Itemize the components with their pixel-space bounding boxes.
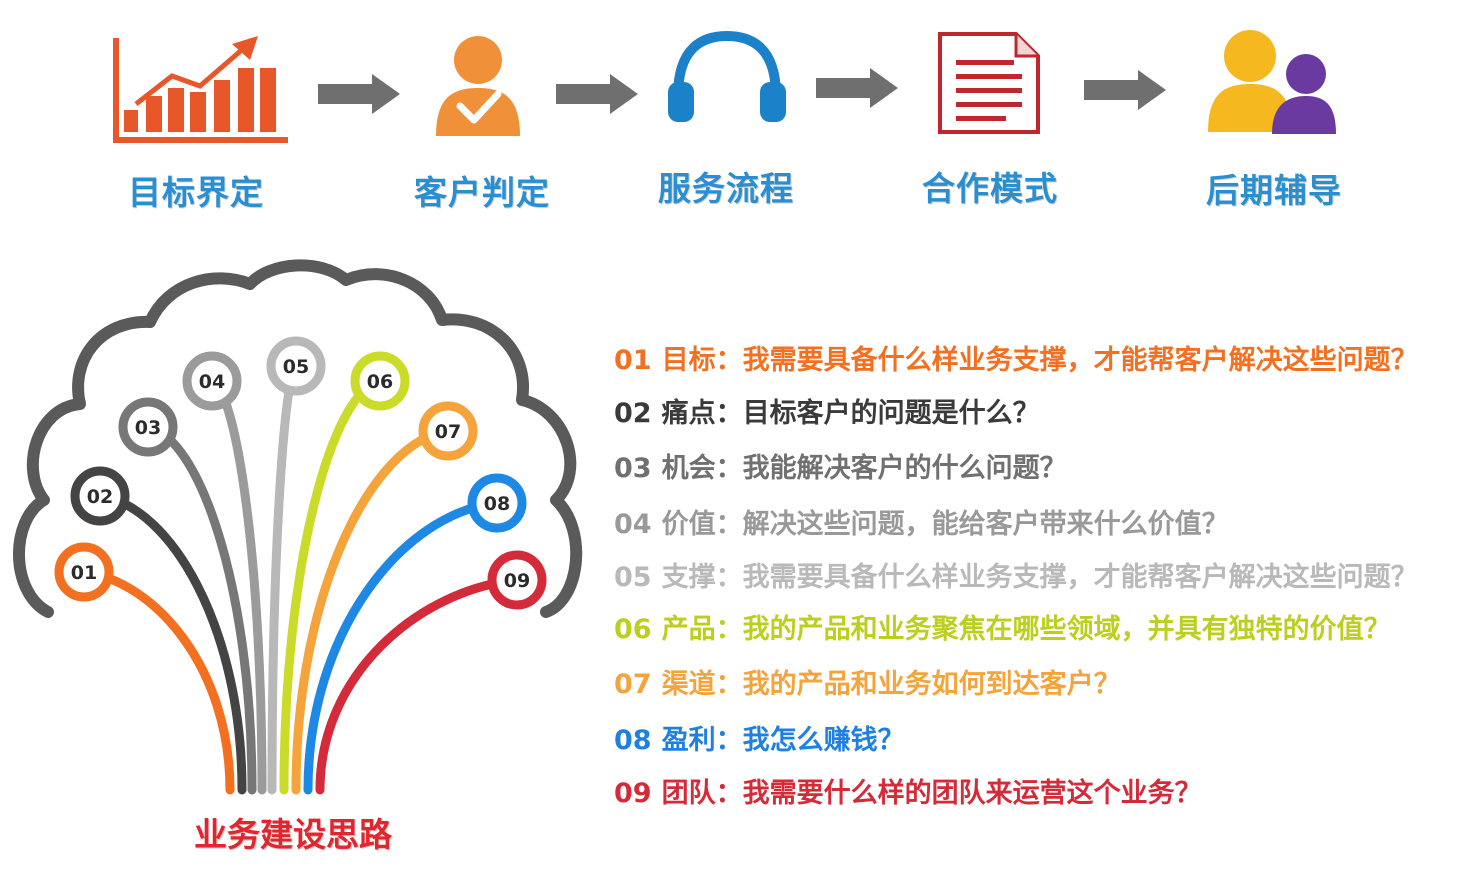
arrow-right-icon (1084, 70, 1166, 110)
step-label-2: 客户判定 (414, 173, 550, 212)
list-item-04: 04 价值：解决这些问题，能给客户带来什么价值？ (614, 502, 1229, 541)
tree-node-label: 08 (484, 493, 510, 515)
item-number: 08 (614, 725, 652, 756)
item-title: 痛点 (661, 398, 716, 429)
tree-node-05: 05 (266, 336, 326, 396)
item-title: 支撑 (661, 562, 716, 593)
list-item-01: 01 目标：我需要具备什么样业务支撑，才能帮客户解决这些问题？ (614, 338, 1418, 377)
tree-node-label: 04 (199, 371, 225, 393)
item-text: ：目标客户的问题是什么？ (715, 398, 1040, 429)
cloud-outline (13, 259, 583, 618)
business-tree-diagram: 01 02 03 04 05 06 07 08 09 (13, 259, 583, 795)
item-number: 02 (614, 398, 652, 429)
list-item-06: 06 产品：我的产品和业务聚焦在哪些领域，并具有独特的价值？ (614, 607, 1391, 646)
tree-strand-08 (303, 498, 502, 795)
item-text: ：我怎么赚钱？ (715, 725, 905, 756)
tree-node-label: 05 (283, 356, 309, 378)
item-text: ：我需要什么样的团队来运营这个业务？ (715, 778, 1202, 809)
tree-node-01: 01 (54, 542, 114, 602)
item-title: 目标 (661, 345, 716, 376)
item-number: 07 (614, 669, 652, 700)
tree-node-label: 09 (504, 570, 530, 592)
item-number: 05 (614, 562, 652, 593)
tree-title: 业务建设思路 (194, 815, 392, 854)
list-item-05: 05 支撑：我需要具备什么样业务支撑，才能帮客户解决这些问题？ (614, 555, 1418, 594)
tree-node-label: 03 (135, 417, 161, 439)
document-icon (938, 32, 1040, 134)
item-number: 03 (614, 453, 652, 484)
item-number: 06 (614, 614, 652, 645)
person-check-icon (436, 36, 520, 136)
tree-node-label: 07 (435, 421, 461, 443)
item-number: 04 (614, 509, 652, 540)
tree-strand-07 (291, 426, 453, 795)
tree-node-02: 02 (70, 466, 130, 526)
step-label-3: 服务流程 (658, 169, 794, 208)
step-label-5: 后期辅导 (1206, 171, 1342, 210)
tree-node-label: 06 (367, 371, 393, 393)
list-item-03: 03 机会：我能解决客户的什么问题？ (614, 446, 1067, 485)
headphones-icon (668, 30, 786, 122)
arrow-right-icon (318, 74, 400, 114)
list-item-09: 09 团队：我需要什么样的团队来运营这个业务？ (614, 771, 1202, 810)
bar-chart-growth-icon (113, 36, 288, 143)
item-number: 01 (614, 345, 652, 376)
list-item-07: 07 渠道：我的产品和业务如何到达客户？ (614, 662, 1121, 701)
tree-strand-02 (95, 491, 247, 795)
tree-node-04: 04 (182, 351, 242, 411)
tree-strand-09 (315, 575, 522, 795)
list-item-02: 02 痛点：目标客户的问题是什么？ (614, 391, 1040, 430)
item-number: 09 (614, 778, 652, 809)
tree-node-03: 03 (118, 397, 178, 457)
item-title: 团队 (661, 778, 716, 809)
item-text: ：解决这些问题，能给客户带来什么价值？ (715, 509, 1229, 540)
item-title: 盈利 (661, 725, 716, 756)
step-label-1: 目标界定 (128, 173, 264, 212)
item-text: ：我的产品和业务聚焦在哪些领域，并具有独特的价值？ (715, 614, 1391, 645)
item-title: 价值 (661, 509, 716, 540)
tree-node-07: 07 (418, 401, 478, 461)
people-icon (1208, 30, 1336, 134)
arrow-right-icon (816, 68, 898, 108)
tree-node-08: 08 (467, 473, 527, 533)
step-label-4: 合作模式 (922, 169, 1058, 208)
arrow-right-icon (556, 74, 638, 114)
item-title: 渠道 (661, 669, 716, 700)
item-text: ：我需要具备什么样业务支撑，才能帮客户解决这些问题？ (715, 345, 1418, 376)
tree-node-09: 09 (487, 550, 547, 610)
item-title: 机会 (661, 453, 716, 484)
tree-node-06: 06 (350, 351, 410, 411)
tree-node-label: 01 (71, 562, 97, 584)
item-text: ：我能解决客户的什么问题？ (715, 453, 1067, 484)
list-item-08: 08 盈利：我怎么赚钱？ (614, 718, 905, 757)
item-text: ：我需要具备什么样业务支撑，才能帮客户解决这些问题？ (715, 562, 1418, 593)
tree-node-label: 02 (87, 486, 113, 508)
item-title: 产品 (661, 614, 716, 645)
item-text: ：我的产品和业务如何到达客户？ (715, 669, 1121, 700)
